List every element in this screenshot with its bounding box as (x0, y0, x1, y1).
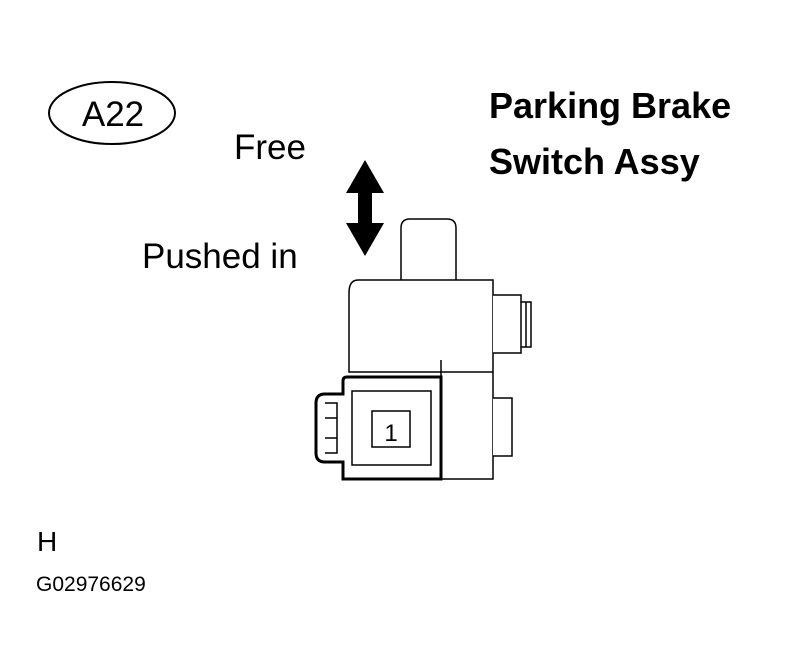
pushed-in-position-label: Pushed in (142, 237, 298, 276)
terminal-1-box (371, 410, 411, 448)
connector-code-badge: A22 (48, 81, 176, 145)
side-boss-upper (493, 294, 522, 354)
housing-divider (440, 360, 493, 373)
switch-assembly-drawing (348, 218, 532, 480)
side-boss-upper-ridges (521, 301, 532, 348)
connector-code-ellipse (48, 81, 176, 145)
double-arrow-vertical-icon (346, 160, 384, 256)
connector-code-label: A22 (82, 95, 144, 134)
figure-id: G02976629 (36, 573, 146, 596)
connector-inner-frame (351, 390, 432, 466)
component-title-line2: Switch Assy (489, 141, 700, 182)
connector-face (314, 375, 443, 481)
side-indicator: H (37, 526, 57, 557)
terminal-1-label: 1 (384, 420, 397, 447)
plunger (400, 218, 457, 281)
free-position-label: Free (234, 128, 306, 167)
component-title-line1: Parking Brake (489, 85, 731, 126)
connector-lock-tab (325, 402, 338, 454)
side-boss-lower (493, 397, 513, 457)
switch-body (348, 279, 494, 480)
